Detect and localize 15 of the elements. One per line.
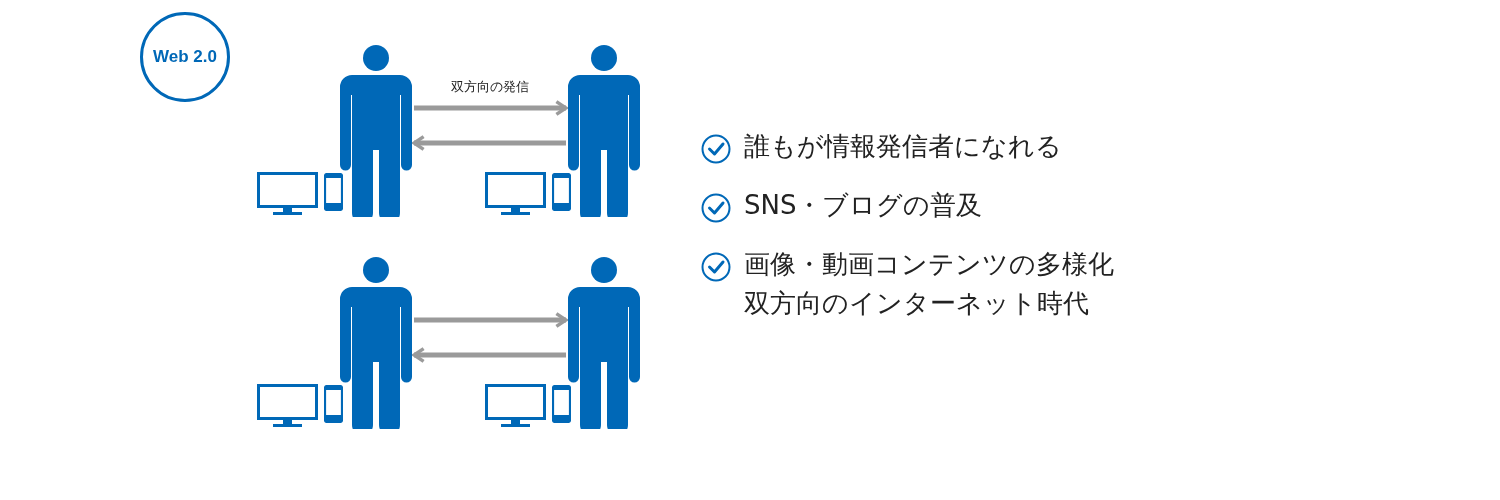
list-item-text: 双方向のインターネット時代 [744, 288, 1089, 320]
heading-text: Web 2.0 [153, 47, 217, 67]
person-figure [568, 45, 640, 217]
list-item-text: 画像・動画コンテンツの多様化 [744, 249, 1114, 281]
arrow [414, 311, 568, 329]
person-figure [340, 45, 412, 217]
edge-label: 双方向の発信 [449, 78, 531, 96]
label-circle [140, 12, 230, 102]
person-figure [568, 257, 640, 429]
arrow [412, 346, 566, 364]
arrow [414, 99, 568, 117]
person-figure [340, 257, 412, 429]
list-item-text: SNS・ブログの普及 [744, 190, 983, 222]
list-item-text: 誰もが情報発信者になれる [744, 131, 1062, 163]
arrow [412, 134, 566, 152]
